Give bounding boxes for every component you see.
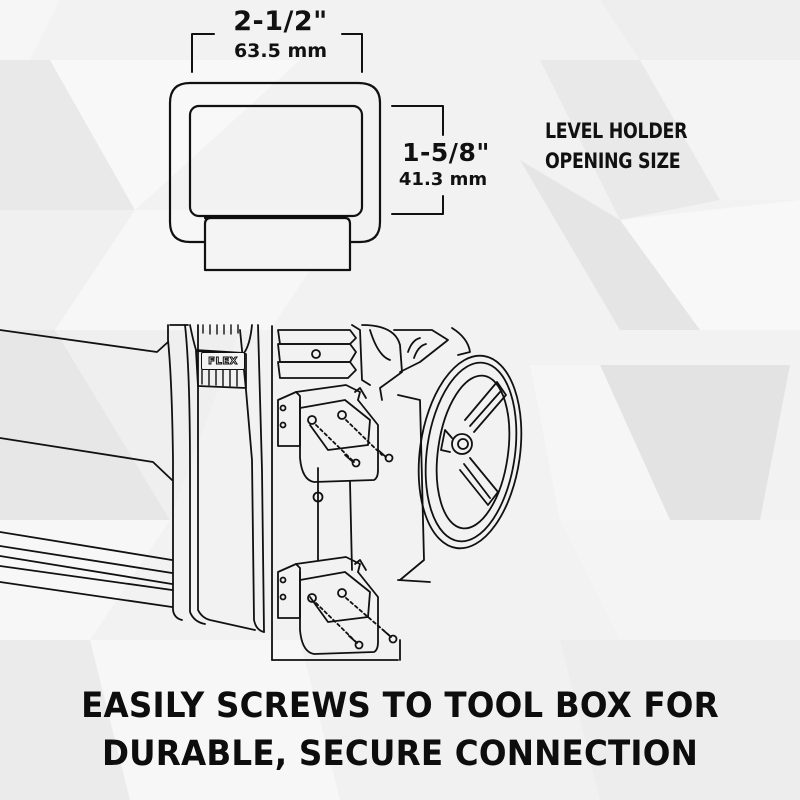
width-metric-label: 63.5 mm <box>233 40 328 62</box>
flex-brand-text: FLEX <box>208 355 238 367</box>
height-imperial-label: 1-5/8" <box>402 138 490 167</box>
headline-line-2: DURABLE, SECURE CONNECTION <box>101 734 699 774</box>
width-imperial-label: 2-1/2" <box>233 6 328 37</box>
holder-profile-icon <box>168 81 382 272</box>
width-dimension-line <box>191 33 363 73</box>
upper-mounting-bracket <box>277 384 394 483</box>
flex-brand-badge: FLEX <box>201 352 245 370</box>
opening-size-callout: LEVEL HOLDER OPENING SIZE <box>545 116 729 176</box>
wheel-icon <box>417 354 523 550</box>
toolbox-body <box>0 324 471 661</box>
height-metric-label: 41.3 mm <box>398 169 488 190</box>
feature-headline: EASILY SCREWS TO TOOL BOX FOR DURABLE, S… <box>0 682 800 778</box>
lower-mounting-bracket <box>277 556 398 655</box>
callout-line-2: OPENING SIZE <box>545 149 681 173</box>
callout-line-1: LEVEL HOLDER <box>545 119 688 143</box>
headline-line-1: EASILY SCREWS TO TOOL BOX FOR <box>81 686 719 726</box>
height-dimension-line <box>391 105 444 215</box>
